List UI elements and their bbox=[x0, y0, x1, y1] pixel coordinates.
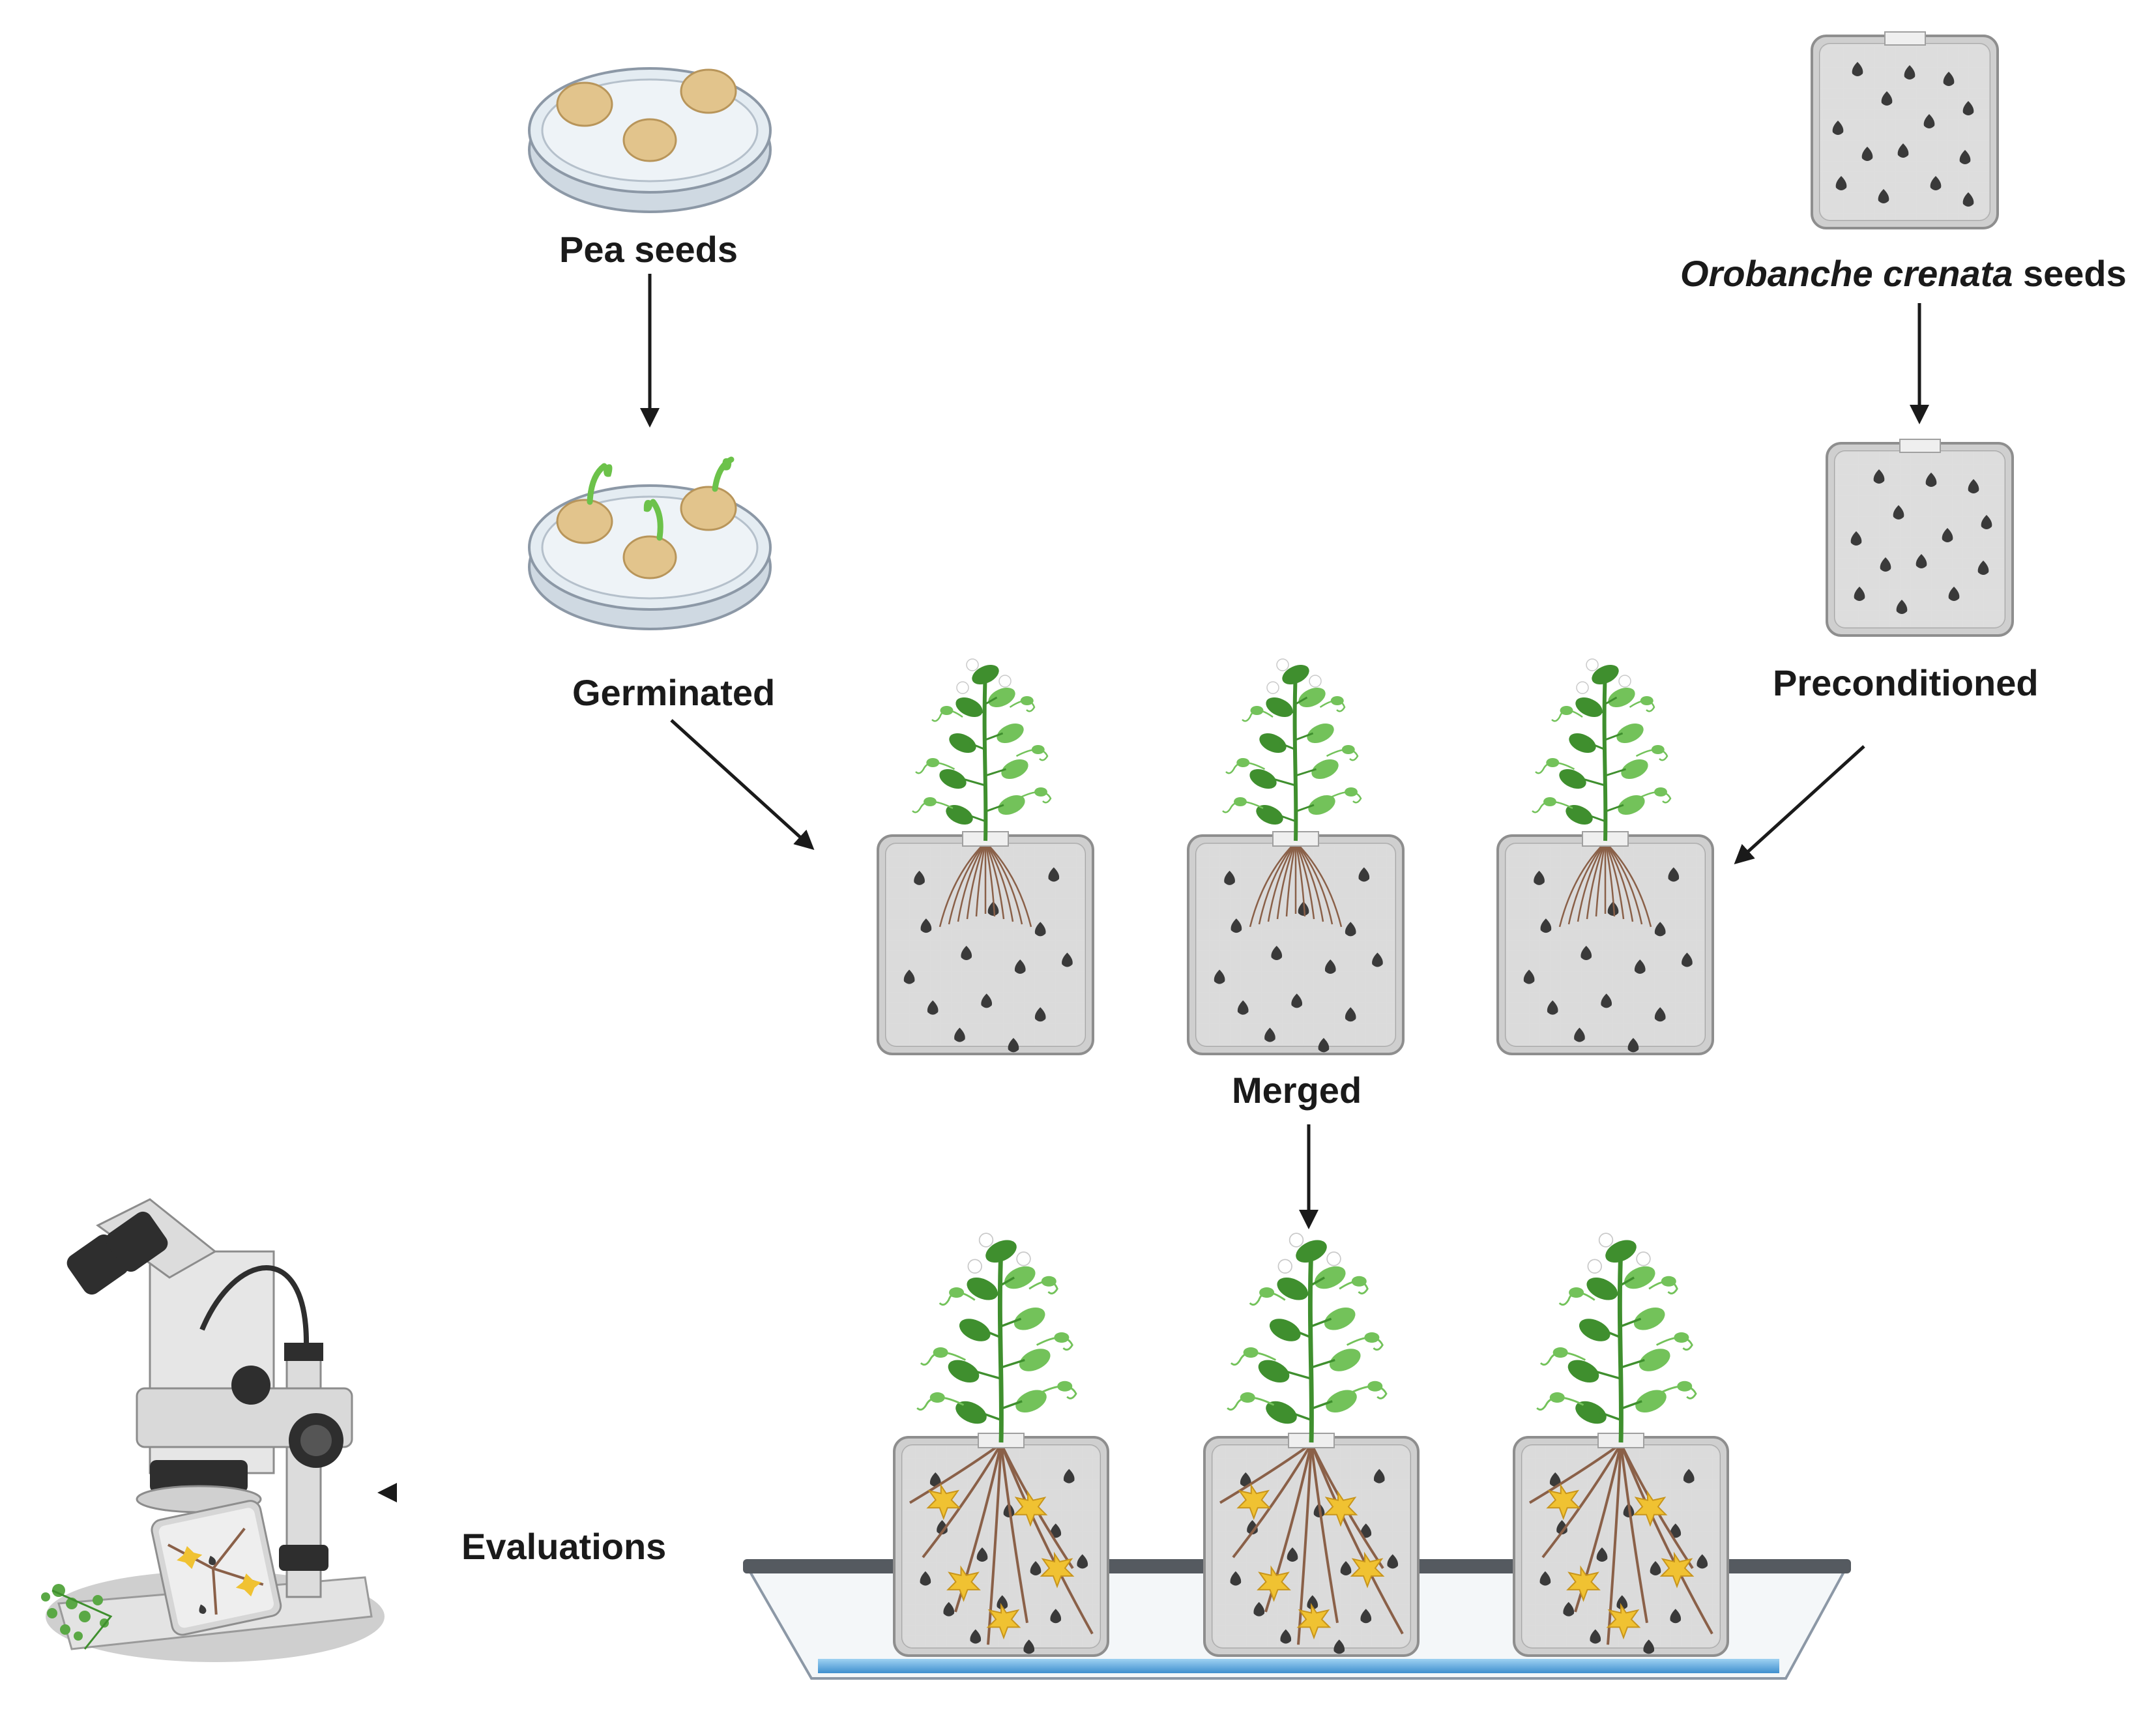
merged-box-1 bbox=[877, 658, 1094, 1055]
label-germinated: Germinated bbox=[572, 672, 776, 713]
evaluation-box-2 bbox=[1203, 1233, 1420, 1657]
evaluation-box-1 bbox=[893, 1233, 1109, 1657]
label-preconditioned: Preconditioned bbox=[1773, 662, 2039, 703]
merged-box-3 bbox=[1496, 658, 1714, 1055]
merged-boxes-row bbox=[877, 658, 1714, 1055]
label-pea-seeds: Pea seeds bbox=[559, 229, 738, 270]
label-orobanche-suffix: seeds bbox=[2013, 253, 2127, 294]
petri-dish-pea-seeds bbox=[528, 67, 772, 213]
label-orobanche-crenata-seeds: Orobanche crenata seeds bbox=[1680, 256, 2127, 292]
evaluation-box-3 bbox=[1513, 1233, 1729, 1657]
petri-dish-germinated bbox=[528, 456, 772, 630]
evaluation-boxes-row bbox=[893, 1233, 1729, 1657]
arrow-germinated-to-merged bbox=[670, 719, 815, 851]
arrow-preconditioned-to-merged bbox=[1734, 745, 1865, 865]
label-orobanche-species: Orobanche crenata bbox=[1680, 253, 2013, 294]
label-evaluations: Evaluations bbox=[461, 1526, 667, 1567]
orobanche-seed-box bbox=[1811, 31, 1999, 229]
microscope-icon bbox=[41, 1198, 385, 1662]
preconditioned-seed-box bbox=[1826, 439, 2014, 637]
label-merged: Merged bbox=[1232, 1070, 1362, 1111]
merged-box-2 bbox=[1187, 658, 1405, 1055]
